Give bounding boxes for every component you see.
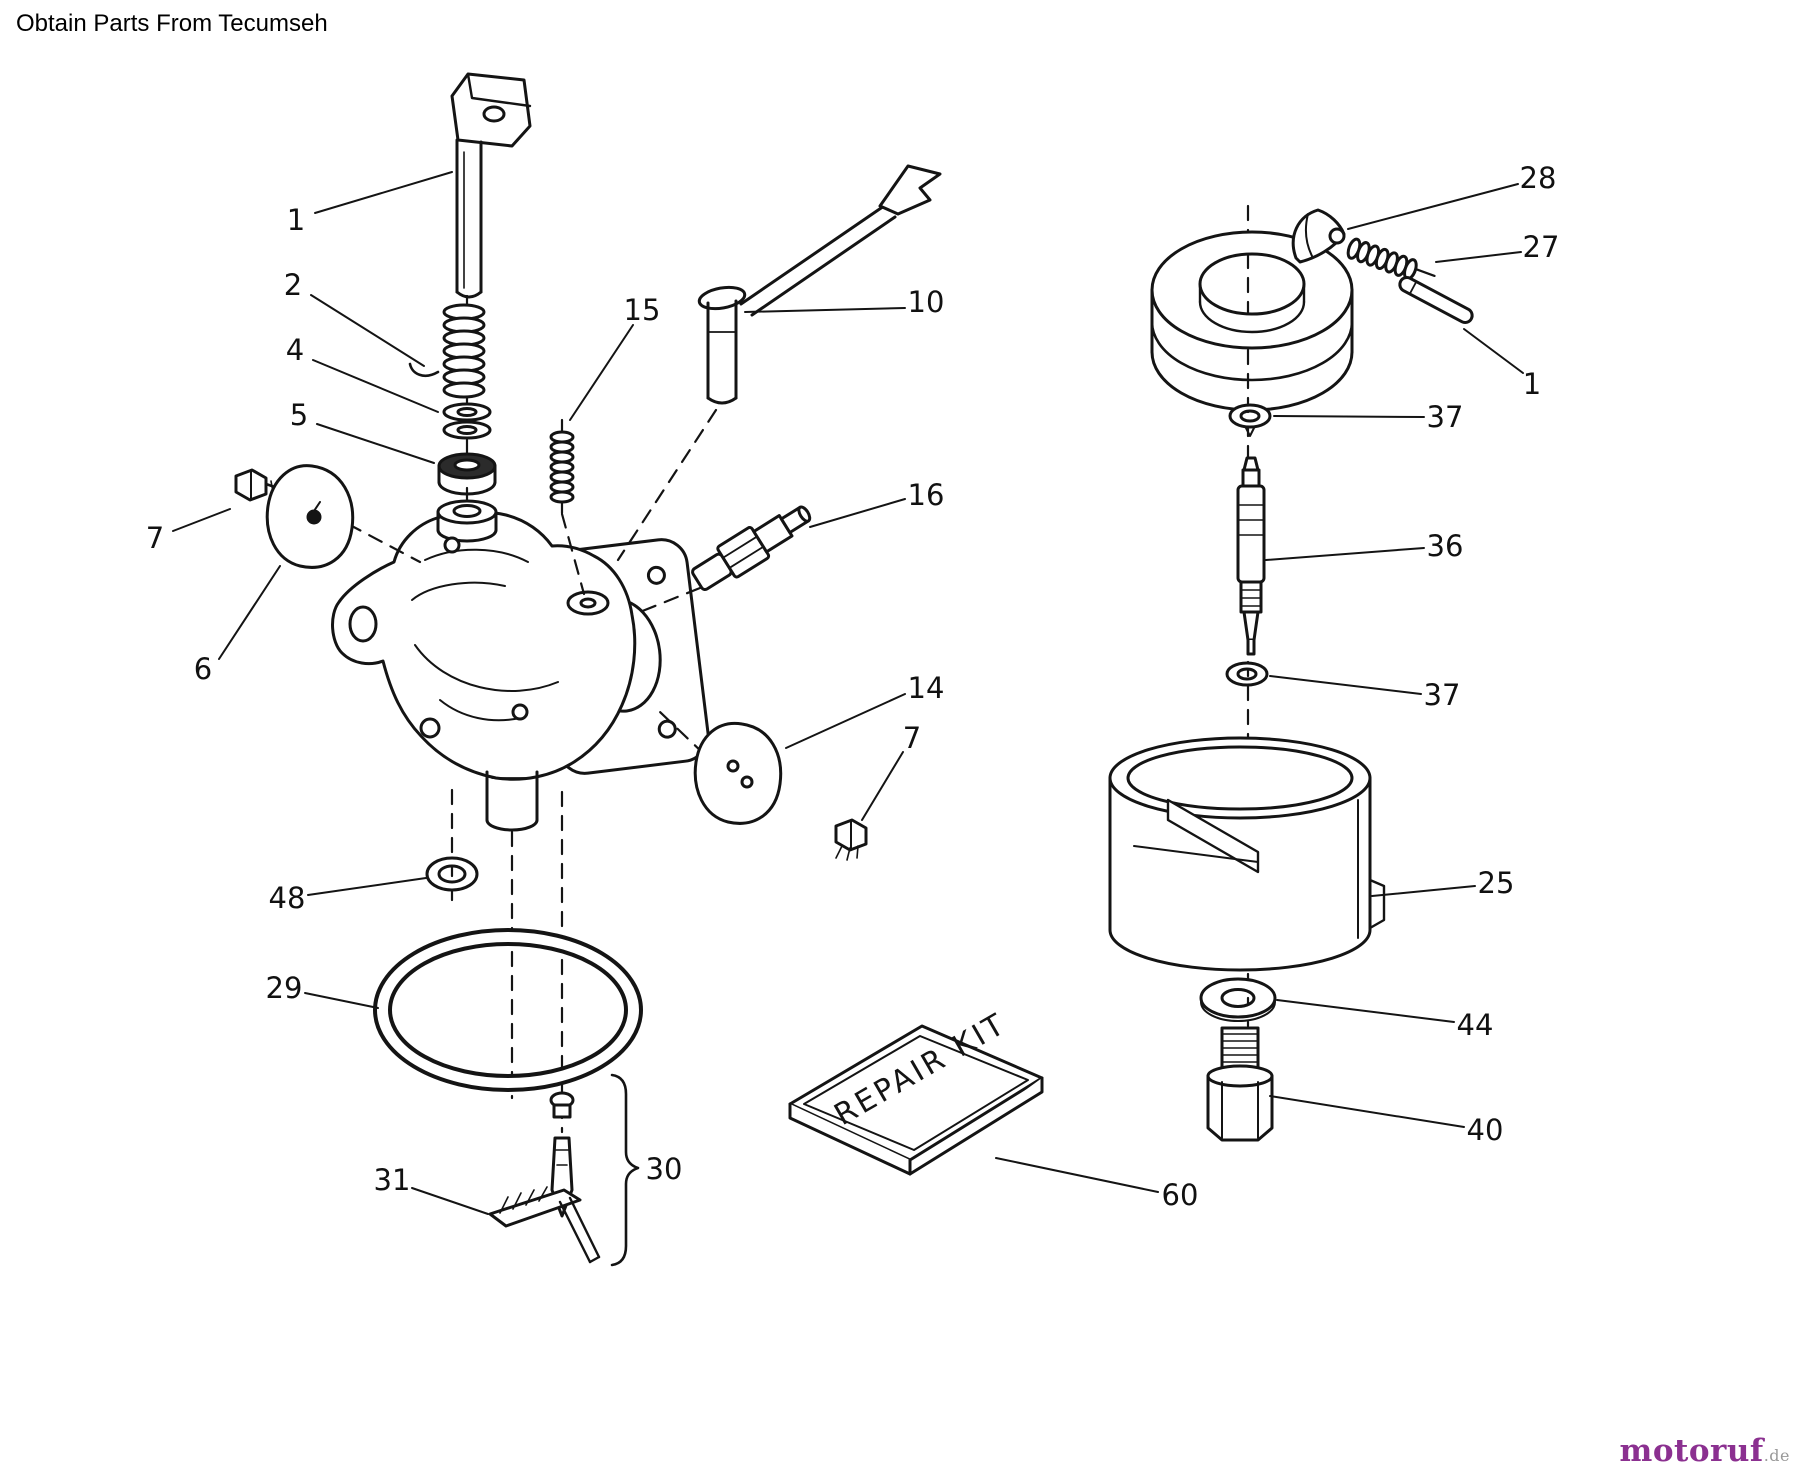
callout-hinge-spring: 27 — [1523, 230, 1560, 264]
part-oring-small-drawing — [425, 856, 479, 892]
callout-throttle-plate: 14 — [908, 671, 945, 705]
part-seal-drawing — [437, 452, 497, 496]
part-carburetor-body-drawing — [331, 499, 710, 832]
leader-lines — [172, 171, 1524, 1215]
part-washers-drawing — [442, 402, 492, 440]
part-hinge-pin-drawing — [1398, 276, 1474, 324]
watermark-tld: .de — [1763, 1446, 1790, 1465]
callout-oring-small: 48 — [269, 881, 306, 915]
callout-idle-spring: 15 — [624, 293, 661, 327]
callout-fitting: 16 — [908, 478, 945, 512]
part-return-spring-drawing — [408, 303, 486, 399]
part-idle-spring-drawing — [549, 418, 575, 515]
callout-screw-left: 7 — [146, 521, 164, 555]
part-clip-drawing — [488, 1186, 601, 1264]
callout-oring-large: 29 — [266, 971, 303, 1005]
part-bowl-washer-drawing — [1199, 977, 1277, 1022]
watermark: motoruf.de — [1620, 1433, 1790, 1469]
callout-spring: 2 — [284, 268, 302, 302]
part-hinge-spring-drawing — [1346, 237, 1436, 281]
part-screw-right-drawing — [834, 818, 868, 861]
callout-ring-bottom: 37 — [1424, 678, 1461, 712]
callout-bowl-nut: 40 — [1467, 1113, 1504, 1147]
callout-inlet-needle: 36 — [1427, 529, 1464, 563]
callout-seal: 5 — [290, 398, 308, 432]
callout-needle-group: 30 — [646, 1152, 683, 1186]
part-inlet-needle-drawing — [1236, 456, 1266, 656]
callout-repair-kit: 60 — [1162, 1178, 1199, 1212]
part-throttle-plate-drawing — [693, 721, 783, 825]
part-bowl-nut-drawing — [1206, 1026, 1274, 1142]
callout-hinge-pin: 1 — [1523, 367, 1541, 401]
part-oring-large-drawing — [373, 928, 643, 1092]
callout-clip: 31 — [374, 1163, 411, 1197]
callout-lever: 10 — [908, 285, 945, 319]
part-fitting-drawing — [691, 505, 812, 592]
part-repair-kit-drawing: REPAIR KIT — [788, 1006, 1044, 1176]
watermark-brand: motoruf — [1619, 1433, 1764, 1469]
callout-shaft-left: 1 — [287, 203, 305, 237]
part-float-bowl-drawing — [1108, 736, 1386, 972]
part-choke-plate-drawing — [265, 464, 355, 569]
callout-ring-top: 37 — [1427, 400, 1464, 434]
callout-screw-right: 7 — [903, 721, 921, 755]
part-ring-bottom-drawing — [1225, 661, 1269, 687]
part-lever-drawing — [697, 164, 942, 405]
part-ring-top-drawing — [1228, 403, 1272, 437]
page-title: Obtain Parts From Tecumseh — [16, 10, 328, 37]
part-float-drawing — [1150, 230, 1354, 412]
callout-float-bowl: 25 — [1478, 866, 1515, 900]
callout-bowl-washer: 44 — [1457, 1008, 1494, 1042]
part-needle-seat-drawing — [549, 1073, 640, 1267]
callout-washer: 4 — [286, 333, 304, 367]
part-float-hinge-drawing — [1291, 208, 1346, 264]
callout-choke-plate: 6 — [194, 652, 212, 686]
part-throttle-shaft-drawing — [450, 72, 532, 299]
part-screw-left-drawing — [234, 468, 294, 502]
callout-float-hinge: 28 — [1520, 161, 1557, 195]
